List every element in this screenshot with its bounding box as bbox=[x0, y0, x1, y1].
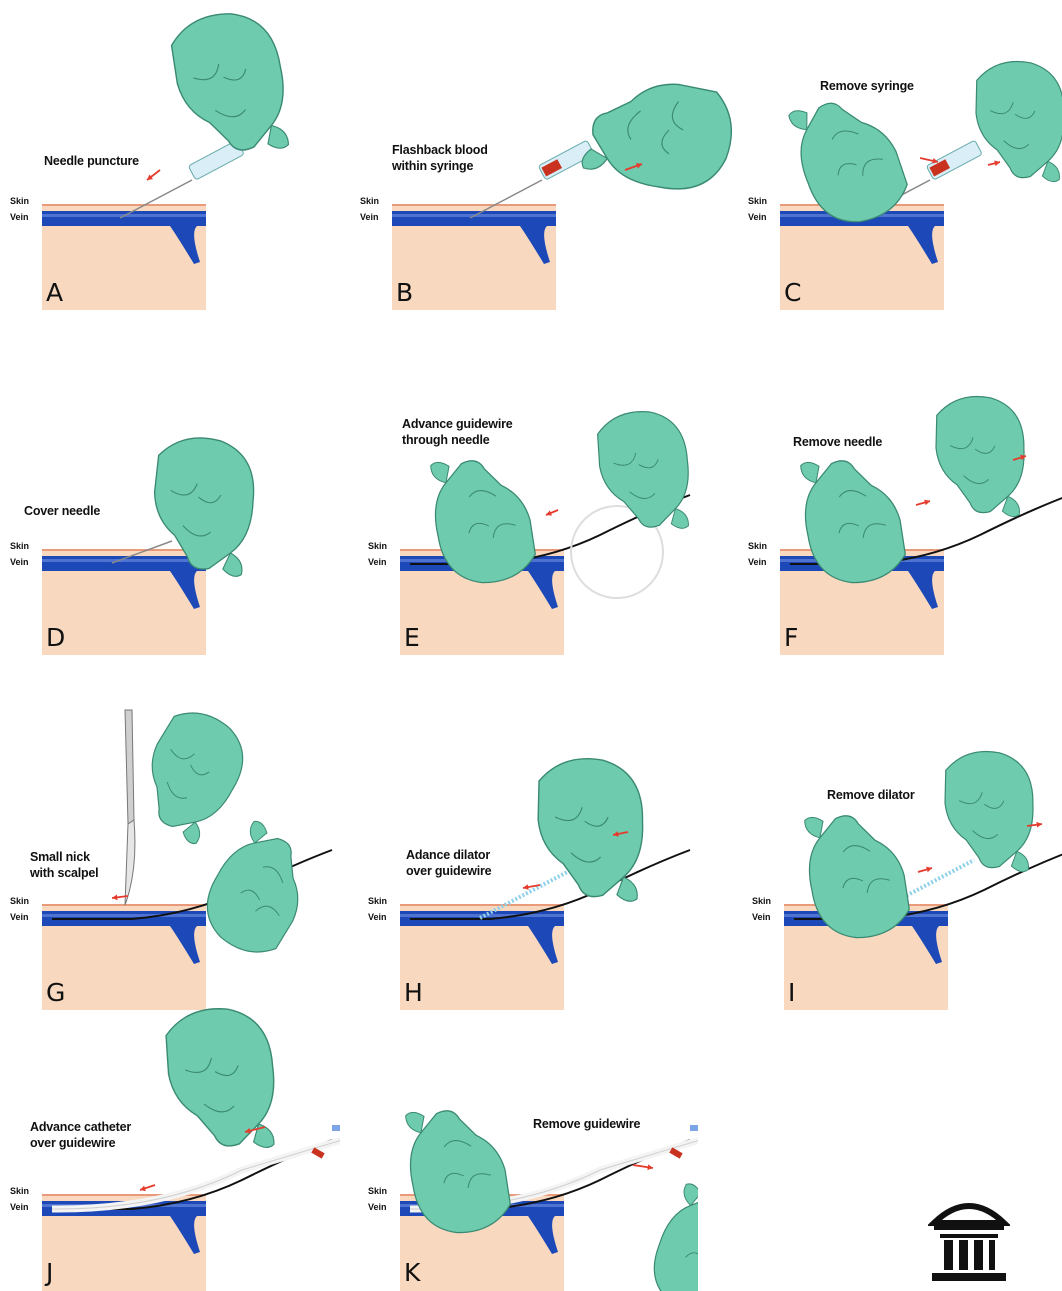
skin-label: Skin bbox=[368, 1186, 387, 1196]
gloved-hand bbox=[937, 744, 1046, 883]
step-caption: Remove dilator bbox=[827, 788, 915, 804]
skin-label: Skin bbox=[752, 896, 771, 906]
step-panel-d: SkinVein Cover needleD bbox=[0, 345, 340, 685]
direction-arrow-icon bbox=[918, 867, 932, 873]
gloved-hand bbox=[582, 84, 731, 189]
vein-label: Vein bbox=[748, 557, 767, 567]
vein-label: Vein bbox=[360, 212, 379, 222]
skin-label: Skin bbox=[368, 541, 387, 551]
vein-label: Vein bbox=[368, 557, 387, 567]
step-panel-g: SkinVeinSmall nick with scalpelG bbox=[0, 700, 340, 1040]
step-caption: Advance catheter over guidewire bbox=[30, 1120, 131, 1151]
step-letter: C bbox=[784, 278, 801, 307]
direction-arrow-icon bbox=[988, 160, 1000, 166]
step-letter: B bbox=[396, 278, 413, 307]
direction-arrow-icon bbox=[546, 510, 558, 516]
catheter-port-blue bbox=[332, 1125, 340, 1131]
step-letter: E bbox=[404, 623, 420, 652]
step-caption: Small nick with scalpel bbox=[30, 850, 98, 881]
step-panel-c: SkinVein Remove syringeC bbox=[738, 0, 1062, 340]
skin-label: Skin bbox=[10, 896, 29, 906]
step-caption: Flashback blood within syringe bbox=[392, 143, 488, 174]
vein-label: Vein bbox=[368, 912, 387, 922]
vein-label: Vein bbox=[10, 912, 29, 922]
skin-label: Skin bbox=[360, 196, 379, 206]
step-letter: I bbox=[788, 978, 795, 1007]
step-letter: K bbox=[404, 1258, 420, 1287]
vein-label: Vein bbox=[10, 212, 29, 222]
step-caption: Remove guidewire bbox=[533, 1117, 640, 1133]
step-letter: D bbox=[46, 623, 65, 652]
direction-arrow-icon bbox=[633, 1164, 653, 1170]
gloved-hand bbox=[588, 401, 706, 545]
vein-label: Vein bbox=[748, 212, 767, 222]
skin-label: Skin bbox=[10, 1186, 29, 1196]
direction-arrow-icon bbox=[916, 500, 930, 506]
direction-arrow-icon bbox=[147, 170, 160, 180]
step-letter: F bbox=[784, 623, 798, 652]
skin-label: Skin bbox=[368, 896, 387, 906]
skin-label: Skin bbox=[748, 196, 767, 206]
step-caption: Remove syringe bbox=[820, 79, 914, 95]
skin-label: Skin bbox=[10, 196, 29, 206]
step-letter: A bbox=[46, 278, 63, 307]
step-caption: Remove needle bbox=[793, 435, 882, 451]
step-caption: Needle puncture bbox=[44, 154, 139, 170]
direction-arrow-icon bbox=[140, 1185, 155, 1191]
gloved-hand bbox=[129, 702, 255, 850]
gloved-hand bbox=[195, 814, 321, 962]
procedure-illustration bbox=[358, 990, 698, 1291]
gloved-hand bbox=[968, 54, 1062, 193]
step-caption: Advance guidewire through needle bbox=[402, 417, 513, 448]
vein-label: Vein bbox=[10, 1202, 29, 1212]
gloved-hand bbox=[529, 750, 658, 915]
scalpel bbox=[125, 710, 134, 824]
gloved-hand bbox=[647, 1180, 698, 1291]
gloved-hand bbox=[155, 996, 295, 1167]
step-letter: J bbox=[46, 1258, 53, 1287]
vein-label: Vein bbox=[752, 912, 771, 922]
university-building-icon bbox=[928, 1193, 1010, 1285]
catheter-port-blue bbox=[690, 1125, 698, 1131]
skin-label: Skin bbox=[10, 541, 29, 551]
step-caption: Adance dilator over guidewire bbox=[406, 848, 491, 879]
vein-label: Vein bbox=[10, 557, 29, 567]
step-caption: Cover needle bbox=[24, 504, 100, 520]
vein-label: Vein bbox=[368, 1202, 387, 1212]
skin-label: Skin bbox=[748, 541, 767, 551]
